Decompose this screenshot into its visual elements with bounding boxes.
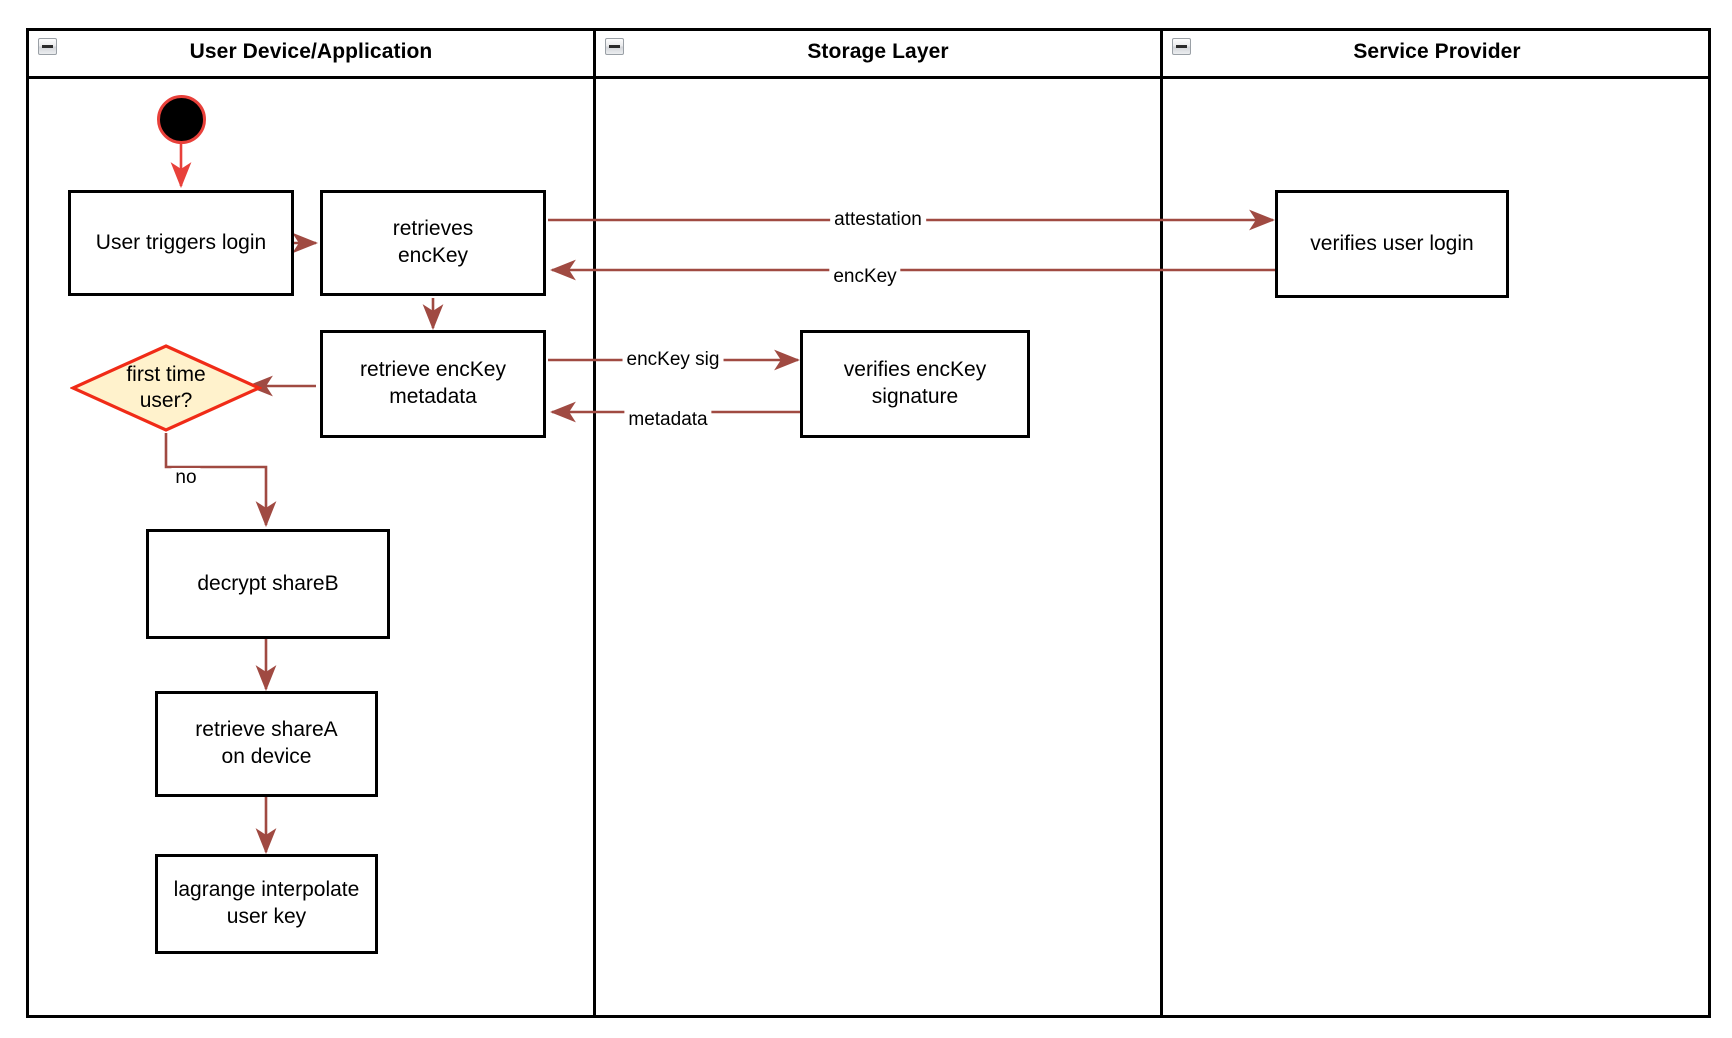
node-retrieve-sharea-on-device[interactable]: retrieve shareA on device bbox=[155, 691, 378, 797]
minus-icon[interactable] bbox=[605, 38, 624, 55]
node-retrieve-enckey-metadata[interactable]: retrieve encKey metadata bbox=[320, 330, 546, 438]
node-label: first time user? bbox=[126, 362, 206, 412]
lane-header-divider bbox=[26, 76, 1711, 79]
node-lagrange-interpolate-user-key[interactable]: lagrange interpolate user key bbox=[155, 854, 378, 954]
lane-title-service-provider: Service Provider bbox=[1353, 40, 1521, 63]
lane-divider-user-storage bbox=[593, 28, 596, 1018]
lane-divider-storage-service bbox=[1160, 28, 1163, 1018]
diamond-shape bbox=[70, 344, 262, 432]
node-user-triggers-login[interactable]: User triggers login bbox=[68, 190, 294, 296]
lane-title-user-device: User Device/Application bbox=[189, 40, 433, 63]
minus-icon[interactable] bbox=[38, 38, 57, 55]
node-first-time-user-decision[interactable]: first time user? bbox=[70, 343, 262, 433]
edge-label-metadata: metadata bbox=[624, 410, 712, 430]
edge-label-enckey: encKey bbox=[829, 267, 901, 287]
edge-label-no: no bbox=[171, 468, 201, 488]
edge-label-attestation: attestation bbox=[830, 210, 926, 230]
node-decrypt-shareb[interactable]: decrypt shareB bbox=[146, 529, 390, 639]
minus-icon[interactable] bbox=[1172, 38, 1191, 55]
node-verifies-user-login[interactable]: verifies user login bbox=[1275, 190, 1509, 298]
node-retrieves-enckey[interactable]: retrieves encKey bbox=[320, 190, 546, 296]
lane-title-storage-layer: Storage Layer bbox=[807, 40, 949, 63]
edge-label-enckey-sig: encKey sig bbox=[622, 350, 724, 370]
node-verifies-enckey-signature[interactable]: verifies encKey signature bbox=[800, 330, 1030, 438]
start-node[interactable] bbox=[157, 95, 206, 144]
